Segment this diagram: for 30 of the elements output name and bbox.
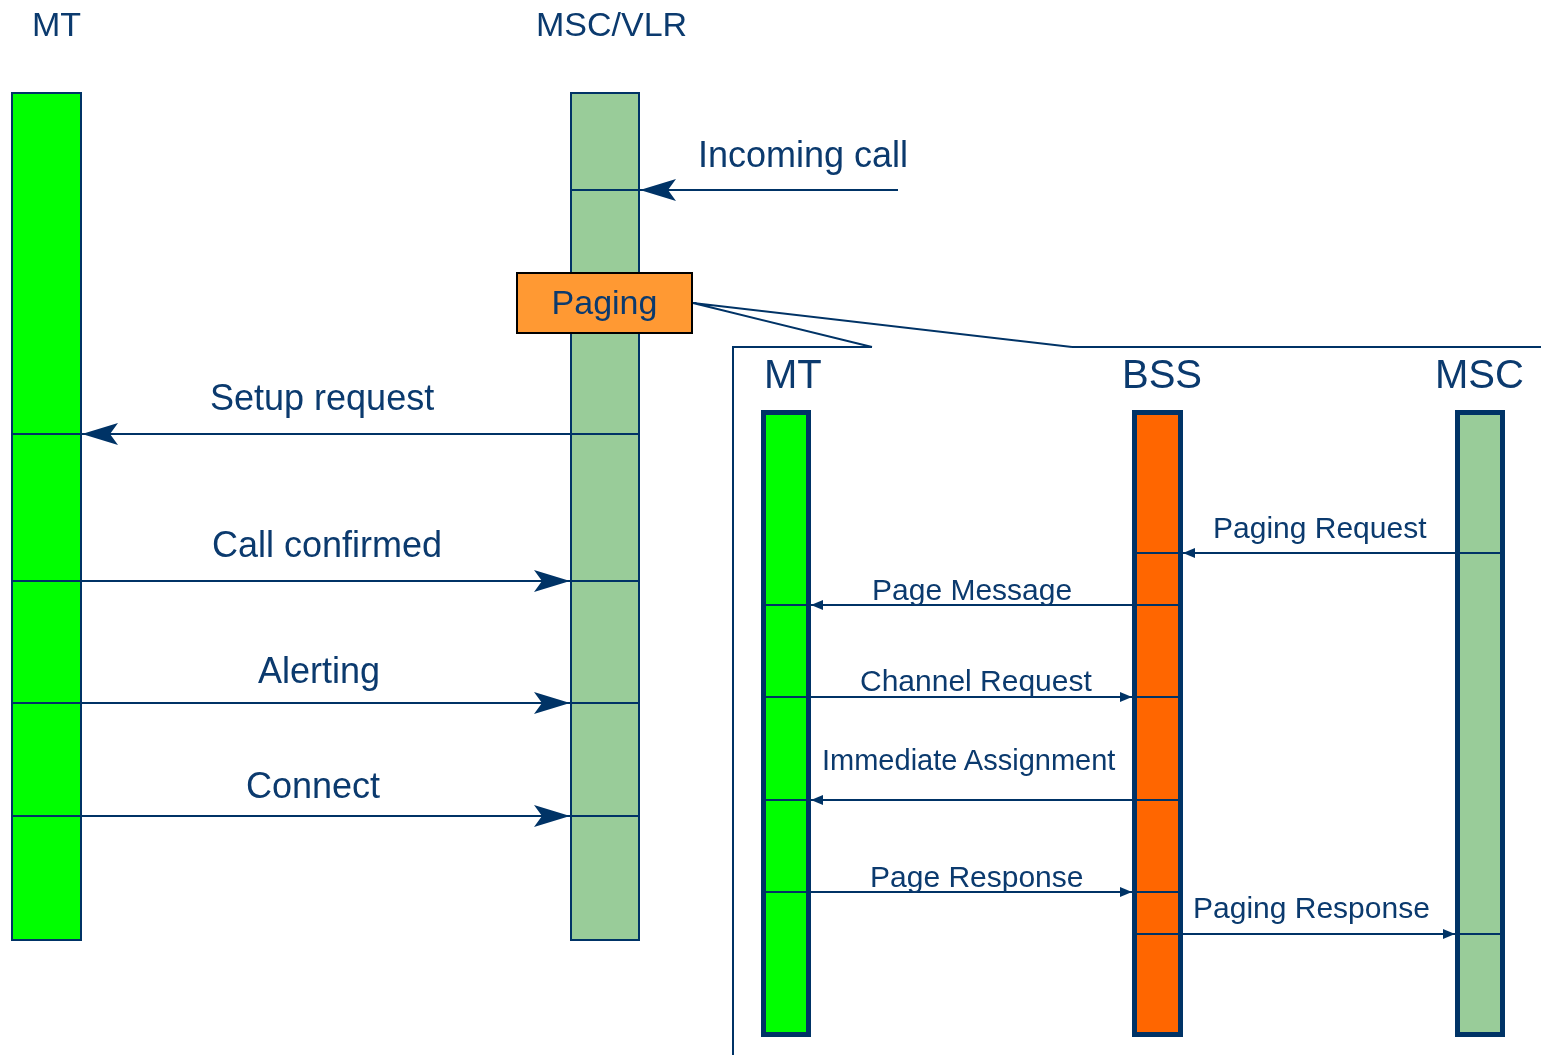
lifeline-heading: MSC/VLR [536, 6, 688, 44]
message-arrow [810, 600, 1133, 610]
edge-label: Call confirmed [212, 525, 443, 565]
message-arrow [639, 179, 899, 201]
message-arrow [810, 795, 1133, 805]
callout-panel [732, 346, 1541, 1055]
edge-label: Connect [246, 766, 381, 806]
message-arrow [81, 423, 571, 445]
message-arrow [810, 692, 1133, 702]
process-box: Paging [516, 272, 693, 334]
edge-label: Page Message [872, 573, 1073, 606]
message-arrow [81, 805, 571, 827]
edge-label: Incoming call [698, 135, 909, 175]
edge-label: Channel Request [860, 664, 1092, 697]
callout-line [692, 302, 1073, 348]
message-arrow [81, 692, 571, 714]
edge-label: Paging Request [1213, 511, 1427, 544]
lifeline-heading: BSS [1122, 352, 1203, 396]
lifeline-heading: MSC [1435, 352, 1524, 396]
message-arrow [1182, 929, 1456, 939]
edge-label: Page Response [870, 860, 1084, 893]
lifeline-heading: MT [32, 6, 82, 44]
edge-label: Setup request [210, 378, 435, 418]
lifeline-heading: MT [764, 352, 822, 396]
edge-label: Immediate Assignment [822, 745, 1116, 777]
edge-label: Paging Response [1193, 891, 1430, 924]
edge-label: Alerting [258, 651, 381, 691]
message-arrow [1182, 548, 1456, 558]
message-arrow [81, 570, 571, 592]
message-arrow [810, 887, 1133, 897]
